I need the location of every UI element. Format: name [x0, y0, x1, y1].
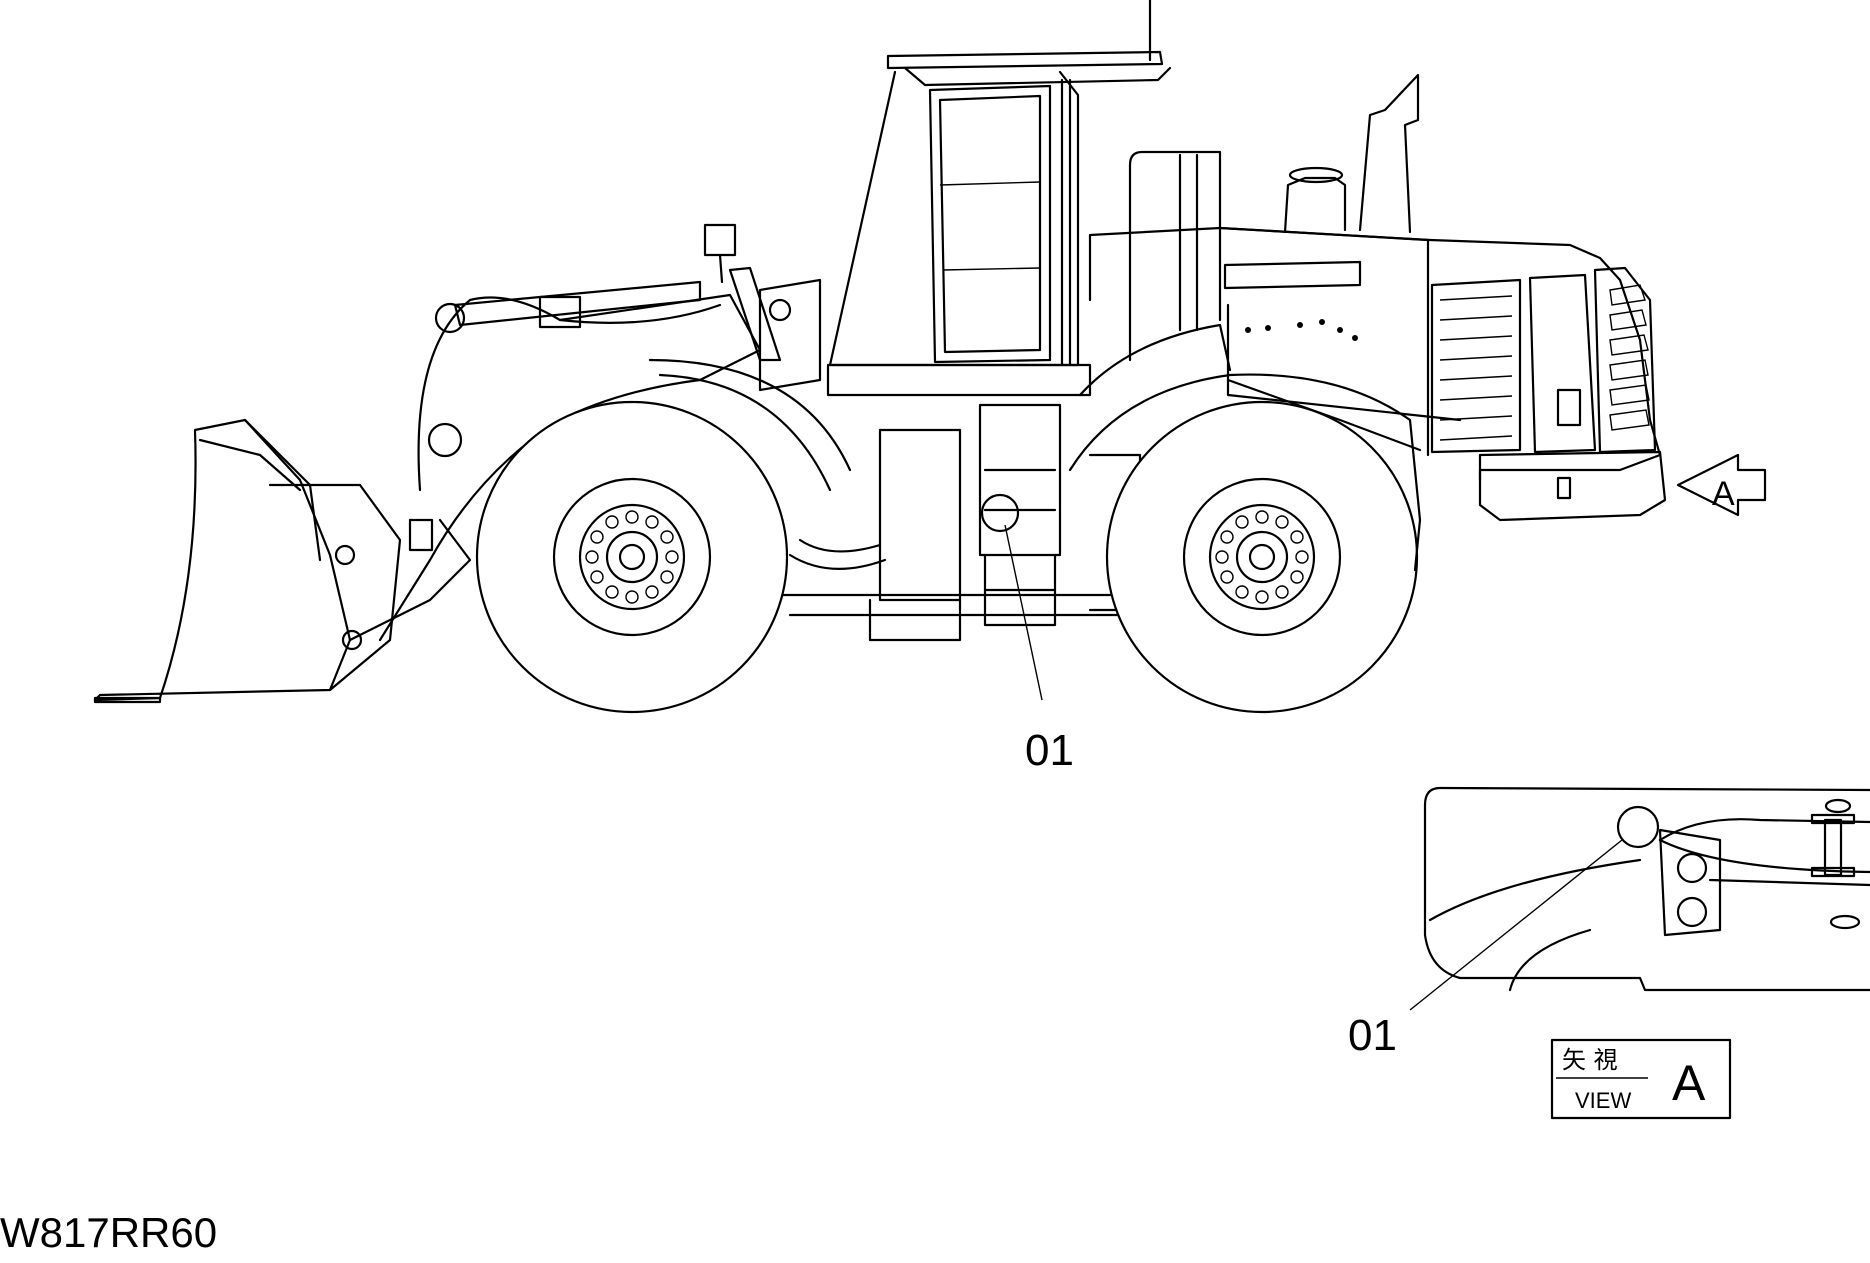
bucket: [93, 418, 352, 702]
drawing-id: W817RR60: [0, 1209, 218, 1256]
wheel-loader-side-view: [93, 0, 1667, 714]
view-a-arrow: A: [1676, 453, 1767, 517]
lift-cylinder: [453, 280, 702, 327]
view-label-letter: A: [1672, 1055, 1706, 1111]
view-label-japanese: 矢 視: [1562, 1046, 1618, 1074]
front-fender: [658, 373, 832, 492]
view-arrow-letter: A: [1712, 475, 1735, 513]
side-mirror: [703, 223, 737, 257]
entry-ladder: [978, 403, 1062, 557]
view-label-box: 矢 視 VIEW A: [1550, 1038, 1732, 1120]
handrail: [1128, 150, 1222, 362]
detail-target-circle: [1616, 805, 1660, 849]
fire-extinguisher-location: [980, 493, 1020, 533]
callout-label-detail: 01: [1348, 1011, 1397, 1060]
detail-view-a: [1423, 786, 1870, 992]
callout-leader-detail: [1409, 839, 1623, 1011]
rear-light-cluster: [1593, 266, 1657, 454]
exhaust-stack: [1358, 73, 1420, 234]
air-cleaner: [1283, 176, 1347, 234]
hood-rivets: [1245, 319, 1358, 341]
rear-wheel: [1105, 400, 1419, 714]
cab-roof: [886, 50, 1164, 70]
view-label-english: VIEW: [1575, 1088, 1631, 1113]
cab-door: [928, 84, 1052, 364]
callout-label-main: 01: [1025, 726, 1074, 775]
counterweight: [1478, 450, 1667, 522]
front-wheel: [475, 400, 789, 714]
engine-grille: [1430, 278, 1522, 454]
callout-leader-main: [1004, 524, 1043, 701]
